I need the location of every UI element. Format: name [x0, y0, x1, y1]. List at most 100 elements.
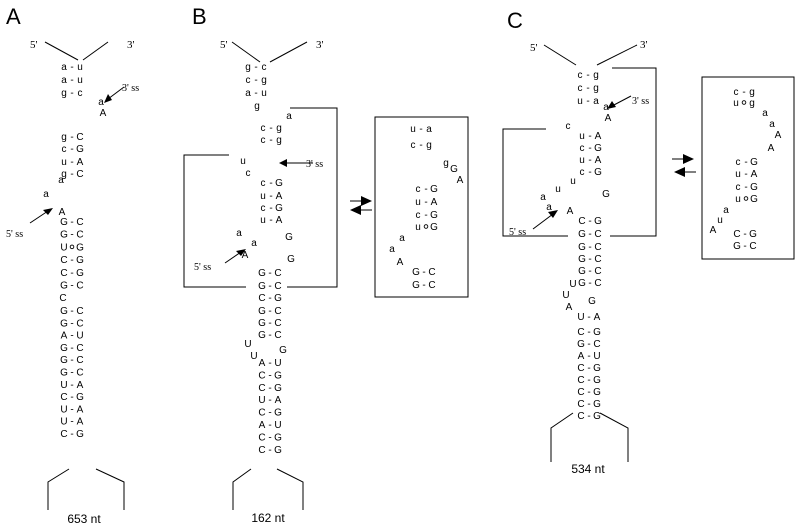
nucleotide: A — [77, 404, 84, 415]
nucleotide: G — [275, 203, 283, 214]
nucleotide: G — [593, 375, 601, 386]
base-pair: U-A — [60, 417, 83, 428]
nucleotide: a — [286, 111, 292, 122]
nucleotide: G — [593, 327, 601, 338]
pair-bond: - — [419, 140, 422, 151]
nucleotide: G — [60, 343, 68, 354]
pair-bond: - — [588, 278, 591, 289]
panel-c-forward-arrowhead — [683, 154, 694, 164]
base-pair: G-C — [578, 242, 602, 253]
base-pair: A-U — [61, 331, 84, 342]
nucleotide: u — [415, 197, 421, 208]
panel-c-reverse-arrowhead — [674, 167, 685, 177]
unpaired-base: c — [566, 121, 571, 132]
nucleotide: G — [593, 387, 601, 398]
nucleotide: G — [578, 278, 586, 289]
base-pair: G-C — [578, 266, 602, 277]
nucleotide: G — [258, 281, 266, 292]
nucleotide: g — [254, 101, 260, 112]
nucleotide: u — [555, 184, 561, 195]
base-pair: c-g — [246, 75, 267, 86]
pair-bond: - — [70, 88, 73, 99]
panel-c-label: C — [507, 8, 523, 33]
nucleotide: G — [76, 268, 84, 279]
pair-bond: - — [268, 383, 271, 394]
base-pair: G-C — [60, 368, 84, 379]
panel-b: B 5' 3' g-cc-ga-ugac-gc-gucc-Gu-Ac-Gu-AG… — [183, 4, 469, 525]
pair-bond: - — [587, 339, 590, 350]
nucleotide: U — [60, 404, 67, 415]
panel-a-5ss-arrowhead — [43, 208, 53, 215]
base-pair: c-G — [416, 184, 439, 195]
nucleotide: C — [577, 363, 584, 374]
base-pair: C-G — [578, 216, 602, 227]
nucleotide: C — [594, 242, 601, 253]
pair-bond: - — [268, 306, 271, 317]
nucleotide: g — [276, 135, 282, 146]
nucleotide: G — [258, 306, 266, 317]
wobble-pair-mark — [69, 244, 75, 250]
pair-bond: - — [254, 62, 257, 73]
nucleotide: c — [261, 123, 266, 134]
nucleotide: G — [287, 254, 295, 265]
base-pair: G-C — [60, 318, 84, 329]
nucleotide: C — [577, 399, 584, 410]
nucleotide: G — [274, 432, 282, 443]
pair-bond: - — [587, 327, 590, 338]
nucleotide: A — [77, 417, 84, 428]
pair-bond: - — [588, 229, 591, 240]
nucleotide: C — [594, 278, 601, 289]
base-pair: u-A — [415, 197, 437, 208]
base-pair: U-A — [60, 404, 83, 415]
nucleotide: U — [60, 417, 67, 428]
nucleotide: C — [60, 255, 67, 266]
nucleotide: G — [285, 232, 293, 243]
nucleotide: g — [426, 140, 432, 151]
nucleotide: u — [61, 157, 67, 168]
nucleotide: G — [258, 318, 266, 329]
nucleotide: A — [751, 169, 758, 180]
unpaired-base: a — [540, 192, 546, 203]
nucleotide: a — [723, 205, 729, 216]
nucleotide: G — [430, 184, 438, 195]
panel-b-alt-structure-box — [374, 116, 469, 298]
nucleotide: U — [60, 380, 67, 391]
nucleotide: G — [76, 255, 84, 266]
nucleotide: c — [261, 203, 266, 214]
unpaired-base: g — [443, 158, 449, 169]
nucleotide: C — [274, 306, 281, 317]
pair-bond: - — [254, 75, 257, 86]
pair-bond: - — [588, 242, 591, 253]
nucleotide: u — [77, 62, 83, 73]
nucleotide: A — [567, 206, 574, 217]
nucleotide: C — [594, 229, 601, 240]
nucleotide: A — [242, 250, 249, 261]
base-pair: a-u — [61, 62, 83, 73]
nucleotide: C — [76, 217, 83, 228]
nucleotide: G — [578, 266, 586, 277]
nucleotide: A — [259, 358, 266, 369]
base-pair: G-C — [577, 339, 601, 350]
nucleotide: c — [736, 182, 741, 193]
nucleotide: C — [594, 254, 601, 265]
nucleotide: a — [43, 189, 49, 200]
nucleotide: G — [412, 280, 420, 291]
nucleotide: C — [76, 169, 83, 180]
pair-bond: - — [588, 167, 591, 178]
nucleotide: U — [577, 312, 584, 323]
base-pair: u-A — [61, 157, 83, 168]
base-pair: G-C — [60, 355, 84, 366]
unpaired-base: A — [775, 130, 782, 141]
nucleotide: A — [276, 215, 283, 226]
unpaired-base: A — [397, 257, 404, 268]
panel-c-3ss-label: 3' ss — [632, 96, 649, 107]
unpaired-base: U — [569, 279, 576, 290]
nucleotide: G — [578, 254, 586, 265]
pair-bond: - — [588, 216, 591, 227]
nucleotide: G — [274, 445, 282, 456]
pair-bond: - — [422, 267, 425, 278]
nucleotide: a — [593, 96, 599, 107]
pair-bond: - — [743, 241, 746, 252]
